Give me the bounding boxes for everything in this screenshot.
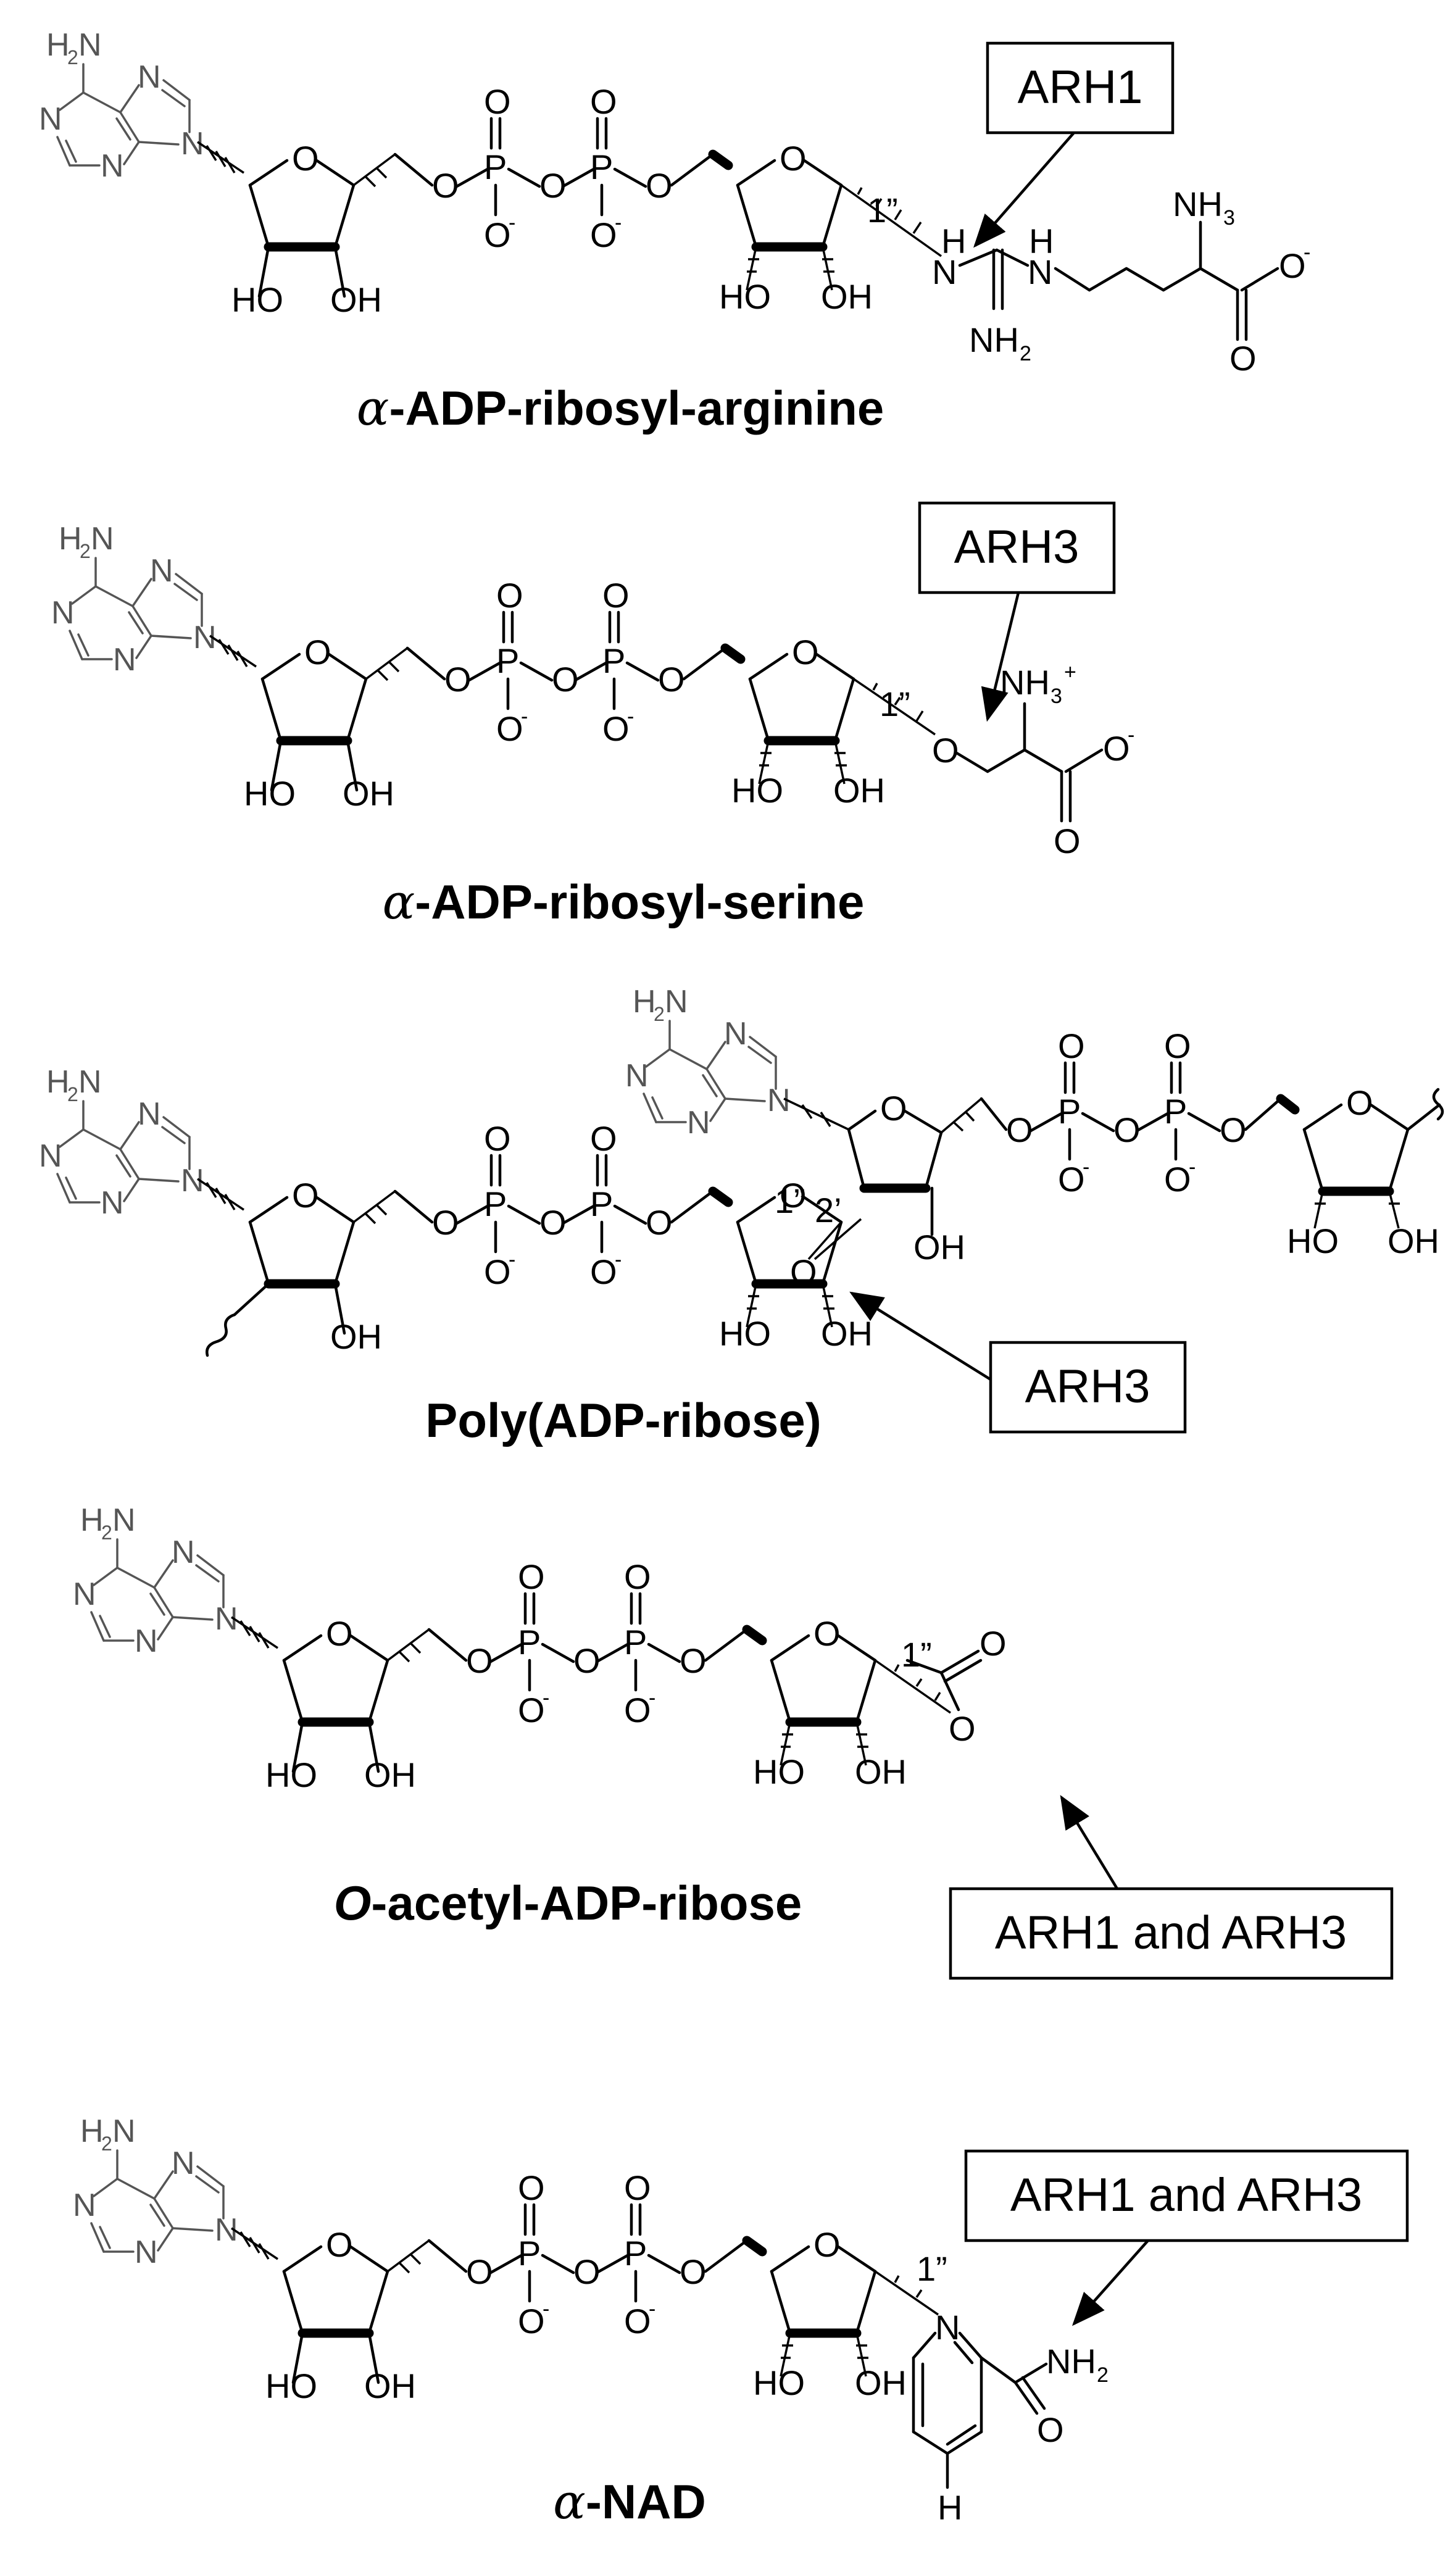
label-alpha-nad: α-NAD <box>553 2474 706 2530</box>
molecule-alpha-nad: 1” N H NH 2 O <box>73 2113 1109 2527</box>
svg-text:ARH3: ARH3 <box>954 521 1080 573</box>
label-adp-ribosyl-arginine: α-ADP-ribosyl-arginine <box>357 381 884 436</box>
svg-text:O: O <box>1279 246 1306 285</box>
svg-text:OH: OH <box>1387 1221 1439 1260</box>
svg-text:ARH3: ARH3 <box>1025 1360 1150 1413</box>
svg-text:H: H <box>1029 222 1054 260</box>
svg-text:1”: 1” <box>775 1181 805 1220</box>
svg-text:N: N <box>935 2308 960 2347</box>
svg-text:ARH1 and ARH3: ARH1 and ARH3 <box>995 1907 1347 1959</box>
svg-text:NH: NH <box>1173 185 1223 223</box>
svg-text:3: 3 <box>1223 206 1235 230</box>
svg-text:HO: HO <box>1287 1221 1339 1260</box>
svg-text:1”: 1” <box>867 191 898 230</box>
svg-text:ARH1 and ARH3: ARH1 and ARH3 <box>1010 2169 1362 2221</box>
svg-text:OH: OH <box>913 1228 965 1267</box>
svg-text:NH: NH <box>1046 2342 1096 2381</box>
svg-text:1”: 1” <box>917 2249 947 2288</box>
svg-text:-: - <box>1304 241 1310 264</box>
svg-text:2: 2 <box>1097 2363 1109 2387</box>
molecule-adp-ribosyl-serine: 1” O NH 3 + O O - <box>51 521 1134 860</box>
svg-text:N: N <box>1028 252 1052 291</box>
enzyme-box-arh1-arh3-acetyl: ARH1 and ARH3 <box>949 1795 1394 1980</box>
label-adp-ribosyl-serine: α-ADP-ribosyl-serine <box>383 875 865 930</box>
svg-text:2’: 2’ <box>815 1191 842 1230</box>
svg-text:O: O <box>1229 339 1257 378</box>
svg-text:O: O <box>949 1709 976 1748</box>
svg-text:NH: NH <box>969 320 1019 359</box>
svg-text:-: - <box>1128 723 1134 747</box>
label-poly-adp-ribose: Poly(ADP-ribose) <box>425 1393 821 1447</box>
svg-text:O: O <box>1054 822 1081 860</box>
svg-text:O: O <box>1103 729 1130 768</box>
enzyme-box-arh1-arh3-nad: ARH1 and ARH3 <box>964 2149 1409 2326</box>
molecule-poly-adp-ribose: OH HO OH 1” 2’ O <box>38 983 1444 1357</box>
svg-text:3: 3 <box>1050 685 1062 708</box>
enzyme-box-arh1: ARH1 <box>973 41 1175 248</box>
svg-text:O: O <box>932 731 959 770</box>
svg-text:2: 2 <box>1020 342 1031 365</box>
molecule-adp-ribosyl-arginine: 1” N H N H NH 2 NH 3 O O - <box>39 27 1310 378</box>
svg-text:H: H <box>941 222 966 260</box>
label-o-acetyl-adp-ribose: O-acetyl-ADP-ribose <box>334 1876 802 1930</box>
svg-text:OH: OH <box>330 1317 382 1356</box>
svg-text:O: O <box>880 1089 907 1128</box>
svg-text:O: O <box>980 1624 1007 1663</box>
enzyme-box-arh3-poly: ARH3 <box>849 1291 1187 1434</box>
svg-text:+: + <box>1064 660 1076 684</box>
svg-text:NH: NH <box>1000 663 1050 702</box>
svg-text:O: O <box>1037 2410 1064 2449</box>
svg-text:OH: OH <box>821 1314 873 1353</box>
svg-text:ARH1: ARH1 <box>1018 61 1143 114</box>
molecule-o-acetyl-adp-ribose: 1” O O <box>73 1502 1007 1794</box>
svg-text:O: O <box>790 1252 817 1291</box>
svg-text:H: H <box>938 2488 962 2527</box>
svg-text:HO: HO <box>719 1314 771 1353</box>
svg-text:N: N <box>932 252 957 291</box>
enzyme-box-arh3-serine: ARH3 <box>918 501 1116 722</box>
